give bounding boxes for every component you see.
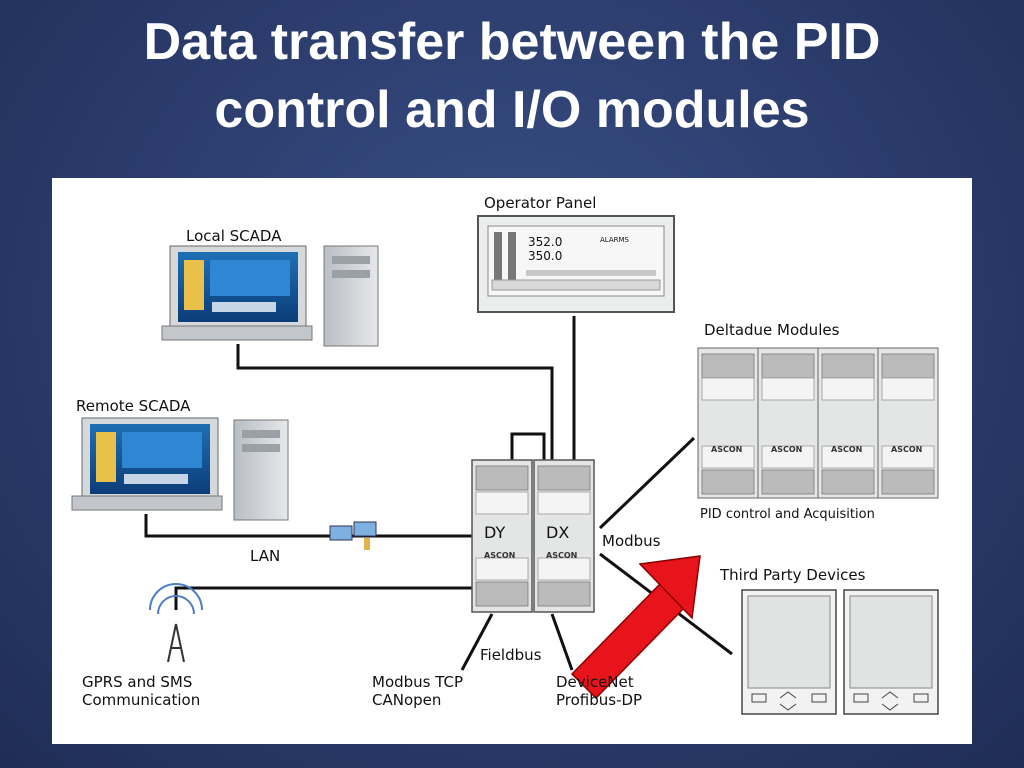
module-brand: ASCON bbox=[711, 445, 742, 454]
line-remote-scada bbox=[144, 514, 472, 538]
pid-controllers: DY DX ASCON ASCON bbox=[471, 459, 595, 613]
devicenet-label-line-1: DeviceNet bbox=[556, 673, 634, 691]
diagram-panel: 352.0 350.0 ALARMS ASCON ASCON ASCON ASC… bbox=[52, 178, 972, 744]
third-party-devices bbox=[741, 589, 939, 715]
module-brand: ASCON bbox=[546, 551, 577, 560]
line-fieldbus-1 bbox=[460, 613, 494, 671]
dy-label: DY bbox=[484, 523, 505, 542]
line-dy-dx-loop bbox=[510, 432, 546, 460]
local-scada-label: Local SCADA bbox=[186, 227, 282, 245]
keyboard bbox=[161, 325, 313, 341]
fieldbus-label: Fieldbus bbox=[480, 646, 542, 664]
network-diagram: 352.0 350.0 ALARMS ASCON ASCON ASCON ASC… bbox=[71, 194, 939, 715]
modbus-tcp-label-line-1: Modbus TCP bbox=[372, 673, 463, 691]
third-party-label: Third Party Devices bbox=[719, 566, 866, 584]
operator-pv-value: 352.0 bbox=[528, 235, 562, 249]
gprs-label-line-1: GPRS and SMS bbox=[82, 673, 192, 691]
deltadue-modules-label: Deltadue Modules bbox=[704, 321, 840, 339]
antenna-tower-icon bbox=[149, 583, 203, 663]
local-scada-computer bbox=[161, 245, 379, 347]
lan-label: LAN bbox=[250, 547, 280, 565]
remote-scada-computer bbox=[71, 417, 289, 521]
line-modbus-deltadue bbox=[598, 436, 696, 530]
module-brand: ASCON bbox=[831, 445, 862, 454]
pid-control-label: PID control and Acquisition bbox=[700, 507, 875, 522]
operator-panel-label: Operator Panel bbox=[484, 194, 596, 212]
dx-label: DX bbox=[546, 523, 569, 542]
modbus-label: Modbus bbox=[602, 532, 661, 550]
highlight-arrow-head bbox=[638, 555, 701, 620]
devicenet-label-line-2: Profibus-DP bbox=[556, 691, 642, 709]
modbus-tcp-label-line-2: CANopen bbox=[372, 691, 441, 709]
line-fieldbus-2 bbox=[550, 613, 574, 671]
module-brand: ASCON bbox=[891, 445, 922, 454]
title-line-2: control and I/O modules bbox=[214, 81, 810, 139]
module-brand: ASCON bbox=[771, 445, 802, 454]
operator-sp-value: 350.0 bbox=[528, 249, 562, 263]
gprs-label-line-2: Communication bbox=[82, 691, 200, 709]
module-brand: ASCON bbox=[484, 551, 515, 560]
operator-alarm-label: ALARMS bbox=[600, 236, 630, 244]
deltadue-modules-group: ASCON ASCON ASCON ASCON bbox=[697, 347, 939, 499]
slide-title: Data transfer between the PID control an… bbox=[0, 8, 1024, 144]
connection-lines bbox=[144, 316, 733, 671]
keyboard bbox=[71, 495, 223, 511]
remote-scada-label: Remote SCADA bbox=[76, 397, 191, 415]
line-gprs bbox=[174, 586, 472, 610]
operator-panel-device: 352.0 350.0 ALARMS bbox=[477, 215, 675, 313]
title-line-1: Data transfer between the PID bbox=[143, 13, 881, 71]
line-local-scada bbox=[236, 344, 554, 460]
network-switch-icon bbox=[329, 521, 377, 550]
